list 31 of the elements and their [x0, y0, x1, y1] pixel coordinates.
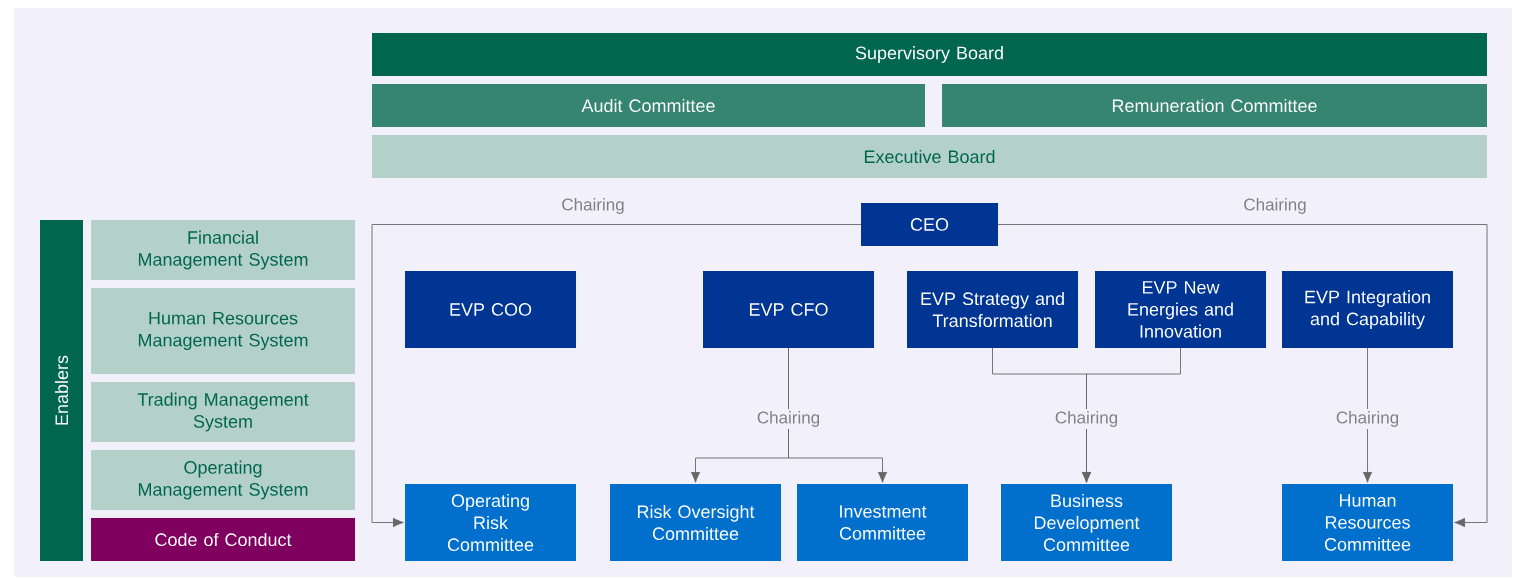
enablers-bar: Enablers — [40, 220, 83, 561]
connector-arrow — [997, 224, 1488, 528]
edge-label: Chairing — [1051, 409, 1122, 429]
system-box: Trading Management System — [91, 382, 355, 442]
connector-arrow — [1081, 347, 1181, 483]
system-box: Financial Management System — [91, 220, 355, 280]
system-box: Human Resources Management System — [91, 288, 355, 374]
edge-label: Chairing — [1332, 409, 1403, 429]
committee-box: Business Development Committee — [1001, 484, 1172, 561]
executive-box: EVP Strategy and Transformation — [907, 271, 1078, 348]
committee-box: Investment Committee — [797, 484, 968, 561]
connector-arrow — [1362, 347, 1373, 483]
committee-box: Human Resources Committee — [1282, 484, 1453, 561]
committee-box: Risk Oversight Committee — [610, 484, 781, 561]
executive-box: EVP CFO — [703, 271, 874, 348]
system-box: Operating Management System — [91, 450, 355, 510]
code-box: Code of Conduct — [91, 518, 355, 561]
executive-box: EVP COO — [405, 271, 576, 348]
committee-bar: Audit Committee — [372, 84, 925, 127]
executive-box: CEO — [861, 203, 998, 246]
connector-arrow — [371, 224, 862, 528]
committee-box: Operating Risk Committee — [405, 484, 576, 561]
edge-label: Chairing — [1240, 196, 1310, 216]
edge-label: Chairing — [558, 196, 628, 216]
connector-arrow — [788, 347, 888, 483]
committee-bar: Remuneration Committee — [942, 84, 1487, 127]
executive-box: EVP Integration and Capability — [1282, 271, 1453, 348]
board-bar: Executive Board — [372, 135, 1487, 178]
board-bar: Supervisory Board — [372, 33, 1487, 76]
edge-label: Chairing — [753, 409, 824, 429]
executive-box: EVP New Energies and Innovation — [1095, 271, 1266, 348]
